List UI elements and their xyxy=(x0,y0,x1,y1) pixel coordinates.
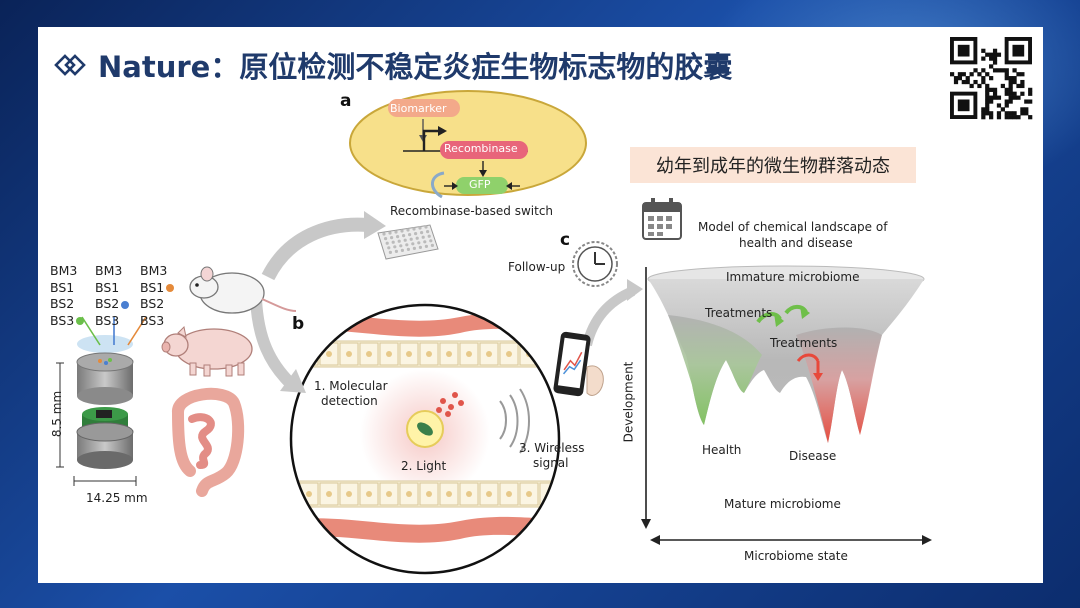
treatments-label-2: Treatments xyxy=(770,336,838,350)
slide: Nature：原位检测不稳定炎症生物标志物的胶囊 a b c Biomarker… xyxy=(38,27,1043,583)
biomarker-label: Biomarker xyxy=(390,102,447,115)
diamond-logo-icon xyxy=(54,54,86,76)
orange-dot-icon xyxy=(166,284,175,292)
panel-label-a: a xyxy=(340,91,352,111)
biosensor-column-1: BM3 BS1 BS2 BS3 xyxy=(50,263,85,330)
col1-bs3-text: BS3 xyxy=(50,312,75,328)
switch-caption: Recombinase-based switch xyxy=(390,204,554,218)
intestine-icon xyxy=(172,387,245,497)
calendar-icon xyxy=(642,198,682,240)
col3-item-bs1: BS1 xyxy=(140,279,175,297)
col2-bs2-text: BS2 xyxy=(95,296,120,311)
col3-bs1-text: BS1 xyxy=(140,279,165,295)
health-label: Health xyxy=(702,443,742,457)
col2-item: BM3 xyxy=(95,263,123,278)
treatments-label-1: Treatments xyxy=(705,306,773,320)
immature-microbiome-label: Immature microbiome xyxy=(726,270,860,284)
capsule-width-label: 14.25 mm xyxy=(86,491,148,505)
col1-item: BS1 xyxy=(50,279,75,295)
recombinase-switch-diagram xyxy=(349,90,587,199)
capsule-input-arrows xyxy=(81,316,147,346)
curved-arrow-to-gut xyxy=(250,298,306,393)
step2-label: 2. Light xyxy=(401,459,447,473)
well-plate-icon xyxy=(377,224,439,260)
col2-item: BS3 xyxy=(95,312,120,328)
biosensor-column-2: BM3 BS1 BS2 BS3 xyxy=(95,263,130,329)
mature-microbiome-label: Mature microbiome xyxy=(724,497,841,511)
step1-line1: 1. Molecular xyxy=(314,379,388,393)
dynamics-caption-chip: 幼年到成年的微生物群落动态 xyxy=(630,147,916,183)
model-line1: Model of chemical landscape of xyxy=(698,220,888,234)
col3-item: BS3 xyxy=(140,312,165,328)
panel-label-c: c xyxy=(560,230,571,250)
gfp-label: GFP xyxy=(469,178,491,191)
model-line2: health and disease xyxy=(739,236,853,250)
mouse-icon xyxy=(189,266,297,314)
recombinase-label: Recombinase xyxy=(444,142,518,155)
col1-item-bs3: BS3 xyxy=(50,312,85,330)
capsule-dimension-lines xyxy=(56,362,137,486)
pig-icon xyxy=(161,325,253,377)
col2-item: BS1 xyxy=(95,279,120,295)
step3-line1: 3. Wireless xyxy=(519,441,585,455)
y-axis-label: Development xyxy=(621,361,636,443)
step3-line2: signal xyxy=(533,456,569,470)
blue-dot-icon xyxy=(121,300,130,309)
gut-lumen-diagram xyxy=(289,303,561,575)
biosensor-column-3: BM3 BS1 BS2 BS3 xyxy=(140,263,175,329)
clock-icon xyxy=(572,241,618,287)
title-text: Nature：原位检测不稳定炎症生物标志物的胶囊 xyxy=(98,50,733,84)
chip-text: 幼年到成年的微生物群落动态 xyxy=(656,156,890,177)
disease-label: Disease xyxy=(789,449,837,463)
follow-up-label: Follow-up xyxy=(508,260,566,274)
slide-title: Nature：原位检测不稳定炎症生物标志物的胶囊 xyxy=(54,41,732,89)
qr-code-icon xyxy=(950,37,1033,120)
col3-item: BM3 xyxy=(140,263,168,278)
col3-item: BS2 xyxy=(140,296,165,311)
landscape-axes xyxy=(641,267,932,545)
panel-label-b: b xyxy=(292,314,305,334)
col1-item: BM3 xyxy=(50,263,78,278)
x-axis-label: Microbiome state xyxy=(744,549,848,563)
smartphone-icon[interactable] xyxy=(553,327,613,407)
col1-item: BS2 xyxy=(50,296,75,311)
step1-line2: detection xyxy=(321,394,378,408)
microbiome-landscape xyxy=(647,265,925,443)
green-dot-icon xyxy=(76,317,85,325)
curved-arrow-to-plate xyxy=(261,211,386,281)
col2-item-bs2: BS2 xyxy=(95,296,130,313)
capsule-height-label: 8.5 mm xyxy=(50,390,65,438)
capsule-icon xyxy=(76,335,134,469)
